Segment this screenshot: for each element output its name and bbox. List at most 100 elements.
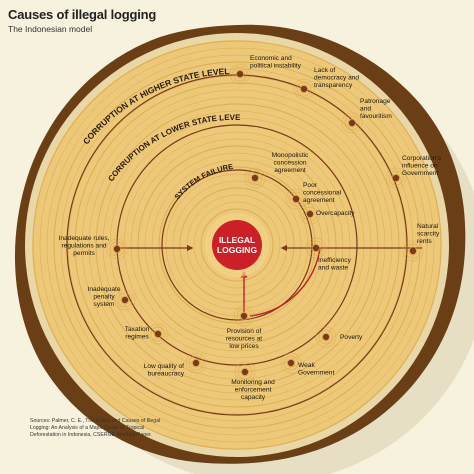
- node-dot: [409, 247, 417, 255]
- node-ripple: [288, 191, 304, 207]
- node-ripple: [299, 203, 321, 225]
- node-ripple: [188, 355, 204, 371]
- node-ripple: [150, 326, 166, 342]
- growth-ring: [81, 89, 393, 401]
- node-dot: [292, 195, 300, 203]
- node-dot: [251, 174, 259, 182]
- node-ripple: [236, 308, 252, 324]
- node-label-line: penalty: [93, 294, 115, 301]
- ring-system-failure: [161, 169, 313, 321]
- growth-ring: [130, 138, 344, 352]
- node-ripple: [302, 206, 318, 222]
- growth-ring: [46, 54, 428, 436]
- node-label-line: concession: [274, 160, 307, 167]
- growth-ring: [53, 61, 421, 429]
- node-ripple: [286, 358, 296, 368]
- node-label-line: Monitoring and: [231, 379, 275, 386]
- node-label-line: Poor: [303, 182, 318, 189]
- node-label-line: Inadequate rules,: [59, 235, 110, 242]
- node-label-line: Patronage: [360, 98, 391, 105]
- growth-ring: [144, 152, 330, 338]
- node-ripple: [244, 167, 266, 189]
- node-dot: [306, 210, 314, 218]
- node-ripple: [388, 170, 404, 186]
- growth-ring: [179, 187, 295, 303]
- node-ripple: [191, 358, 201, 368]
- node-label-line: and waste: [318, 265, 348, 272]
- source-line: Sources: Palmer, C. E., The Extent and C…: [30, 418, 161, 424]
- sources-note: Sources: Palmer, C. E., The Extent and C…: [30, 418, 180, 439]
- growth-ring: [60, 68, 414, 422]
- node-label-line: Natural: [417, 223, 439, 230]
- growth-ring: [123, 131, 351, 359]
- illegal-logging-core: [212, 220, 262, 270]
- center-label-line2: LOGGING: [217, 245, 258, 255]
- node-label-line: Corporation's: [402, 155, 442, 162]
- source-line: Deforestation in Indonesia, CSERGE Worki…: [30, 432, 152, 438]
- node-label-line: Low quality of: [144, 363, 184, 370]
- node-ripple: [285, 188, 307, 210]
- node-dot: [154, 330, 162, 338]
- node-ripple: [112, 244, 122, 254]
- node-label-line: resources at: [226, 336, 262, 343]
- node-ripple: [385, 167, 407, 189]
- node-ripple: [402, 240, 424, 262]
- node-ripple: [311, 243, 321, 253]
- node-ripple: [234, 361, 256, 383]
- node-ripple: [315, 326, 337, 348]
- node-dot: [236, 70, 244, 78]
- node-label-line: influence on: [402, 163, 438, 170]
- node-ripple: [106, 238, 128, 260]
- node-ripple: [114, 289, 136, 311]
- node-label-line: permits: [73, 250, 95, 257]
- node-label-line: and: [360, 106, 371, 113]
- growth-ring: [39, 47, 435, 443]
- node-label-line: Inadequate: [87, 286, 120, 293]
- node-ripple: [153, 329, 163, 339]
- growth-ring: [109, 117, 365, 373]
- node-ripple: [247, 170, 263, 186]
- node-dot: [392, 174, 400, 182]
- node-label-line: democracy and: [314, 75, 359, 82]
- node-label-line: political instability: [250, 63, 302, 70]
- arrow-loop-inefficiency: [249, 247, 321, 317]
- node-ripple: [250, 173, 260, 183]
- page-title: Causes of illegal logging: [8, 7, 157, 22]
- node-label-line: Monopolistic: [272, 152, 309, 159]
- growth-ring: [137, 145, 337, 345]
- node-dot: [312, 244, 320, 252]
- node-label-line: Provision of: [227, 328, 262, 335]
- growth-ring: [95, 103, 379, 387]
- growth-ring: [74, 82, 400, 408]
- node-dot: [300, 85, 308, 93]
- node-poverty: Poverty: [315, 326, 363, 348]
- node-label-line: concessional: [303, 190, 342, 197]
- node-ripple: [240, 367, 250, 377]
- node-ripple: [391, 173, 401, 183]
- node-ripple: [308, 240, 324, 256]
- node-dot: [192, 359, 200, 367]
- node-ripple: [147, 323, 169, 345]
- node-ripple: [109, 241, 125, 257]
